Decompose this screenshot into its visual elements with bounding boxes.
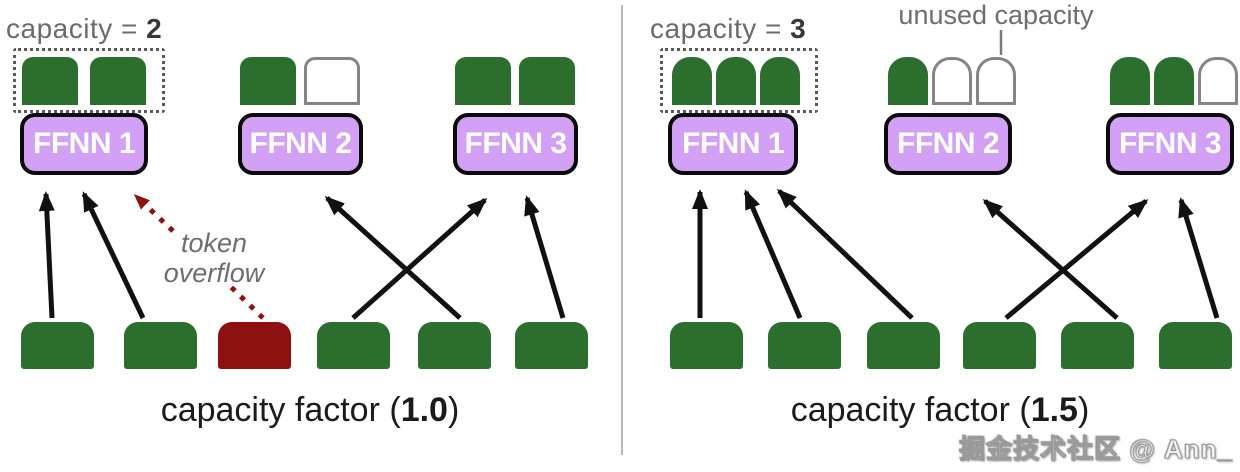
capacity-label-right: capacity = 3 [650, 13, 806, 45]
caption-left-prefix: capacity factor ( [160, 391, 401, 429]
token-left-1 [21, 322, 94, 369]
arrow-left-token1-ffnn1 [38, 191, 55, 319]
arrow-left-token6-ffnn3 [524, 195, 566, 319]
slot-right-ffnn3-3-unused [1198, 57, 1238, 105]
panel-divider [621, 5, 623, 455]
slot-left-ffnn3-2-used [519, 57, 575, 105]
token-right-1 [670, 322, 743, 369]
token-overflow-label: token overflow [135, 228, 293, 288]
overflow-arrow-lower-segment [229, 285, 265, 320]
slot-left-ffnn3-1-used [455, 57, 511, 105]
slot-right-ffnn3-1-used [1110, 57, 1150, 105]
arrow-right-token4-ffnn3 [1004, 199, 1149, 320]
arrow-right-token2-ffnn1 [743, 189, 803, 319]
capacity-label-right-value: 3 [790, 13, 807, 44]
capacity-label-right-prefix: capacity = [650, 13, 791, 44]
capacity-highlight-box-left [13, 48, 165, 113]
token-left-4 [317, 322, 390, 369]
token-left-5 [418, 322, 491, 369]
overflow-arrow-upper-segment [133, 193, 175, 233]
token-right-4 [963, 322, 1036, 369]
slot-right-ffnn2-2-unused [932, 57, 972, 105]
expert-left-ffnn1-label: FFNN 1 [33, 127, 136, 160]
expert-right-ffnn1-label: FFNN 1 [682, 127, 785, 160]
token-overflow-label-line2: overflow [163, 258, 265, 288]
slot-left-ffnn1-2-used [90, 57, 146, 105]
capacity-label-left-prefix: capacity = [6, 13, 147, 44]
token-left-3-overflow [218, 322, 291, 369]
caption-left: capacity factor (1.0) [0, 391, 620, 430]
slot-left-ffnn2-2-unused [304, 57, 360, 105]
arrow-left-token4-ffnn3 [351, 198, 488, 320]
arrow-right-token5-ffnn2 [982, 199, 1119, 320]
arrow-left-token2-ffnn1 [81, 191, 146, 320]
expert-right-ffnn2-label: FFNN 2 [897, 127, 1000, 160]
slot-right-ffnn1-2-used [716, 57, 756, 105]
arrow-left-token5-ffnn2 [324, 195, 462, 320]
expert-left-ffnn3: FFNN 3 [453, 113, 578, 175]
arrow-right-token6-ffnn3 [1178, 197, 1220, 319]
expert-right-ffnn3: FFNN 3 [1106, 113, 1234, 175]
expert-right-ffnn3-label: FFNN 3 [1119, 127, 1222, 160]
caption-right-suffix: ) [1077, 391, 1090, 429]
token-right-3 [867, 322, 940, 369]
arrow-right-token3-ffnn1 [776, 188, 914, 320]
expert-left-ffnn2-label: FFNN 2 [249, 127, 353, 160]
caption-right-value: 1.5 [1030, 391, 1078, 429]
watermark: 掘金技术社区 @ Ann_ [959, 434, 1233, 465]
token-right-5 [1061, 322, 1134, 369]
token-overflow-label-line1: token [180, 228, 248, 258]
slot-right-ffnn1-1-used [672, 57, 712, 105]
expert-left-ffnn1: FFNN 1 [20, 113, 148, 175]
token-left-2 [124, 322, 197, 369]
capacity-highlight-box-right [660, 48, 818, 113]
caption-right: capacity factor (1.5) [640, 391, 1240, 430]
slot-left-ffnn2-1-used [240, 57, 296, 105]
capacity-label-left: capacity = 2 [6, 13, 162, 45]
caption-left-suffix: ) [447, 391, 460, 429]
token-left-6 [515, 322, 588, 369]
slot-right-ffnn2-3-unused [976, 57, 1016, 105]
slot-right-ffnn3-2-used [1154, 57, 1194, 105]
expert-left-ffnn2: FFNN 2 [238, 113, 363, 175]
unused-capacity-label: unused capacity [898, 0, 1094, 30]
slot-right-ffnn1-3-used [760, 57, 800, 105]
expert-left-ffnn3-label: FFNN 3 [464, 127, 568, 160]
token-right-2 [768, 322, 841, 369]
token-right-6 [1159, 322, 1232, 369]
slot-right-ffnn2-1-used [888, 57, 928, 105]
expert-right-ffnn2: FFNN 2 [884, 113, 1012, 175]
caption-right-prefix: capacity factor ( [790, 391, 1031, 429]
caption-left-value: 1.0 [400, 391, 448, 429]
slot-left-ffnn1-1-used [22, 57, 78, 105]
expert-right-ffnn1: FFNN 1 [668, 113, 798, 175]
capacity-label-left-value: 2 [146, 13, 163, 44]
